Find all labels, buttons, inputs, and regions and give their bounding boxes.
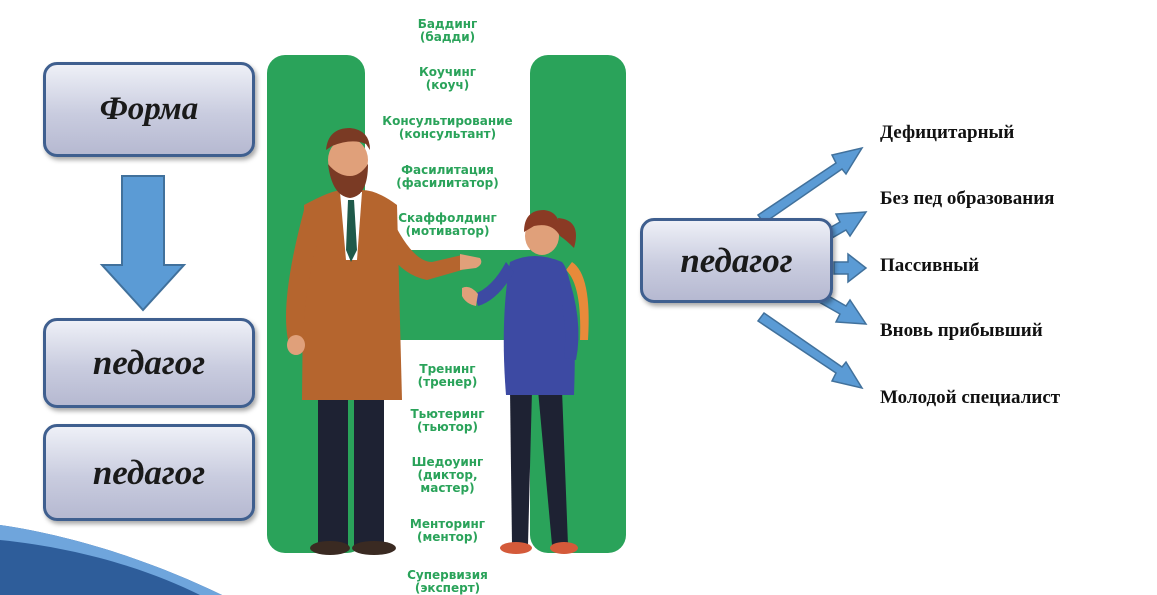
pedagog-box-center: педагог (640, 218, 833, 303)
role-supervision: Супервизия (эксперт) (407, 568, 488, 595)
type-newly-arrived: Вновь прибывший (880, 320, 1043, 341)
role-shadowing: Шедоуинг (диктор, мастер) (411, 455, 484, 495)
role-training: Тренинг (тренер) (417, 362, 478, 389)
pedagog-label-2: педагог (92, 452, 206, 492)
role-facilitation: Фасилитация (фасилитатор) (396, 163, 499, 190)
fan-arrow-1 (756, 146, 864, 225)
type-deficit: Дефицитарный (880, 122, 1015, 143)
h-shape-graphic (267, 0, 626, 595)
decorative-swoosh-highlight (0, 525, 222, 595)
type-passive: Пассивный (880, 255, 980, 276)
fan-arrow-3 (833, 252, 868, 284)
role-coaching: Коучинг (коуч) (418, 65, 477, 92)
man-figure (286, 128, 482, 555)
pedagog-box-2: педагог (43, 424, 255, 521)
woman-figure (462, 210, 589, 554)
role-scaffolding: Скаффолдинг (мотиватор) (398, 211, 497, 238)
form-box: Форма (43, 62, 255, 157)
fan-arrow-5 (756, 311, 864, 390)
type-no-ped-education: Без пед образования (880, 188, 1055, 209)
type-young-specialist: Молодой специалист (880, 387, 1061, 408)
pedagog-box-1: педагог (43, 318, 255, 408)
pedagog-label-center: педагог (680, 240, 793, 280)
form-label: Форма (99, 91, 199, 127)
pedagog-label-1: педагог (92, 343, 206, 382)
role-budding: Баддинг (бадди) (417, 17, 478, 44)
mentoring-illustration: Баддинг (бадди) Коучинг (коуч) Консульти… (262, 0, 632, 595)
down-arrow (99, 175, 187, 312)
role-tutoring: Тьютеринг (тьютор) (410, 407, 485, 434)
role-consulting: Консультирование (консультант) (382, 114, 513, 141)
role-mentoring: Менторинг (ментор) (409, 517, 486, 544)
